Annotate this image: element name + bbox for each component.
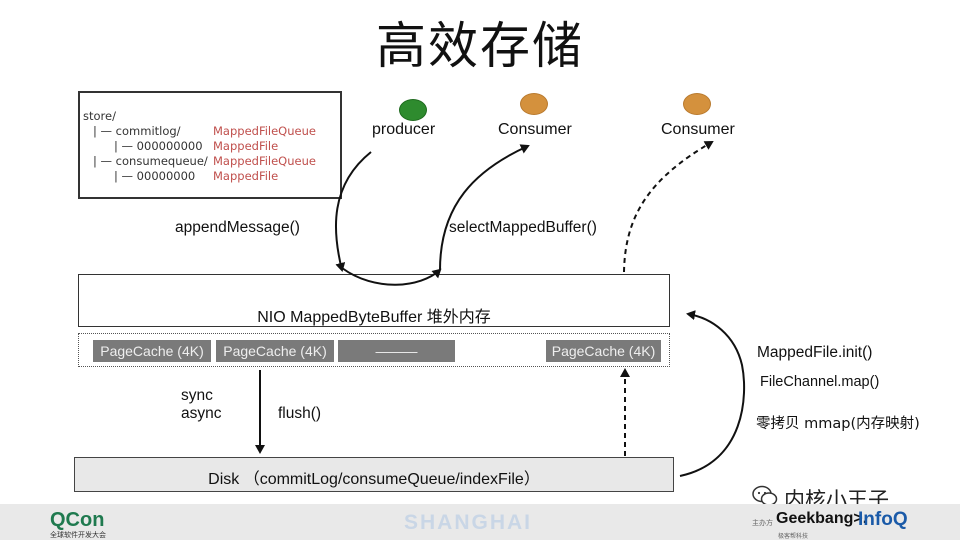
tree-line-commitlog-file: | — 000000000 bbox=[114, 139, 203, 153]
geekbang-logo: Geekbang>. bbox=[776, 510, 868, 527]
infoq-logo: InfoQ bbox=[858, 509, 908, 530]
page-cache-block: PageCache (4K) bbox=[216, 340, 334, 362]
append-message-label: appendMessage() bbox=[175, 219, 300, 236]
slide-title: 高效存储 bbox=[376, 17, 584, 75]
wechat-icon bbox=[752, 485, 778, 506]
async-label: async bbox=[181, 405, 222, 422]
page-cache-block: PageCache (4K) bbox=[93, 340, 211, 362]
nio-buffer-label: NIO MappedByteBuffer 堆外内存 bbox=[257, 309, 491, 326]
footer-bar: QCon 全球软件开发大会 SHANGHAI 主办方 Geekbang>. 极客… bbox=[0, 504, 960, 540]
tree-type-commitlog-file: MappedFile bbox=[213, 139, 279, 153]
tree-type-consumequeue: MappedFileQueue bbox=[213, 154, 316, 168]
arrow-producer-to-buffer bbox=[334, 151, 372, 272]
city-label: SHANGHAI bbox=[404, 511, 533, 534]
arrow-buffer-arc bbox=[341, 267, 442, 286]
arrow-buffer-to-consumer-2-dashed bbox=[623, 140, 714, 273]
consumer-label-1: Consumer bbox=[498, 121, 572, 138]
tree-line-store: store/ bbox=[83, 109, 116, 123]
tree-line-commitlog: | — commitlog/ bbox=[93, 124, 181, 138]
arrow-mmap-to-buffer bbox=[679, 310, 746, 477]
file-channel-map-label: FileChannel.map() bbox=[760, 374, 880, 390]
disk-box: Disk （commitLog/consumeQueue/indexFile） bbox=[74, 457, 674, 492]
select-mapped-buffer-label: selectMappedBuffer() bbox=[449, 219, 597, 236]
page-cache-ellipsis-block: ——— bbox=[338, 340, 455, 362]
arrow-buffer-to-consumer bbox=[439, 144, 530, 271]
consumer-dot-2 bbox=[683, 93, 711, 115]
tree-line-consumequeue-file: | — 00000000 bbox=[114, 169, 196, 183]
mapped-file-init-label: MappedFile.init() bbox=[757, 344, 873, 361]
qcon-subtitle: 全球软件开发大会 bbox=[50, 532, 106, 539]
consumer-dot-1 bbox=[520, 93, 548, 115]
producer-label: producer bbox=[372, 121, 436, 138]
page-cache-block: PageCache (4K) bbox=[546, 340, 661, 362]
tree-type-commitlog: MappedFileQueue bbox=[213, 124, 316, 138]
host-label: 主办方 bbox=[752, 520, 773, 527]
flush-label: flush() bbox=[278, 405, 322, 422]
tree-type-consumequeue-file: MappedFile bbox=[213, 169, 279, 183]
geekbang-subtitle: 极客帮科技 bbox=[778, 534, 809, 540]
producer-dot bbox=[399, 99, 427, 121]
page-cache-row: PageCache (4K) PageCache (4K) ——— PageCa… bbox=[78, 333, 670, 367]
zero-copy-mmap-label: 零拷贝 mmap(内存映射) bbox=[756, 416, 920, 432]
store-directory-tree: store/ | — commitlog/ MappedFileQueue | … bbox=[78, 91, 342, 199]
tree-line-consumequeue: | — consumequeue/ bbox=[93, 154, 208, 168]
qcon-logo: QCon bbox=[50, 509, 105, 531]
sync-label: sync bbox=[181, 387, 213, 404]
consumer-label-2: Consumer bbox=[661, 121, 735, 138]
disk-label: Disk （commitLog/consumeQueue/indexFile） bbox=[208, 471, 540, 488]
